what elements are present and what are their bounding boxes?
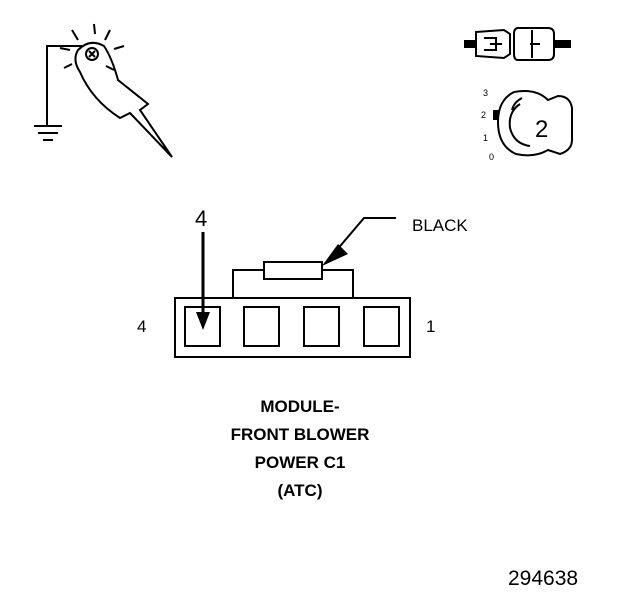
figure-number: 294638	[508, 567, 579, 590]
caption-line-4: (ATC)	[277, 481, 323, 500]
wire-leader	[322, 217, 396, 266]
caption-line-3: POWER C1	[254, 453, 346, 472]
switch-position-3: 3	[483, 88, 489, 98]
pin-left-label: 4	[137, 317, 147, 336]
switch-position-1: 1	[483, 133, 489, 143]
connector-body	[174, 261, 411, 358]
disconnect-icon	[464, 27, 571, 61]
pin-right-label: 1	[426, 317, 436, 336]
caption-line-1: MODULE-	[260, 397, 340, 416]
test-pin-number: 4	[195, 206, 208, 231]
switch-position-2: 2	[481, 110, 487, 120]
test-light-icon	[34, 23, 173, 158]
ignition-switch-icon	[493, 90, 573, 157]
key-position-label: 2	[535, 116, 549, 143]
connector-caption: MODULE- FRONT BLOWER POWER C1 (ATC)	[180, 393, 420, 505]
wire-color-label: BLACK	[412, 216, 468, 235]
caption-line-2: FRONT BLOWER	[230, 425, 370, 444]
test-arrow	[196, 232, 210, 330]
switch-position-0: 0	[489, 152, 495, 162]
